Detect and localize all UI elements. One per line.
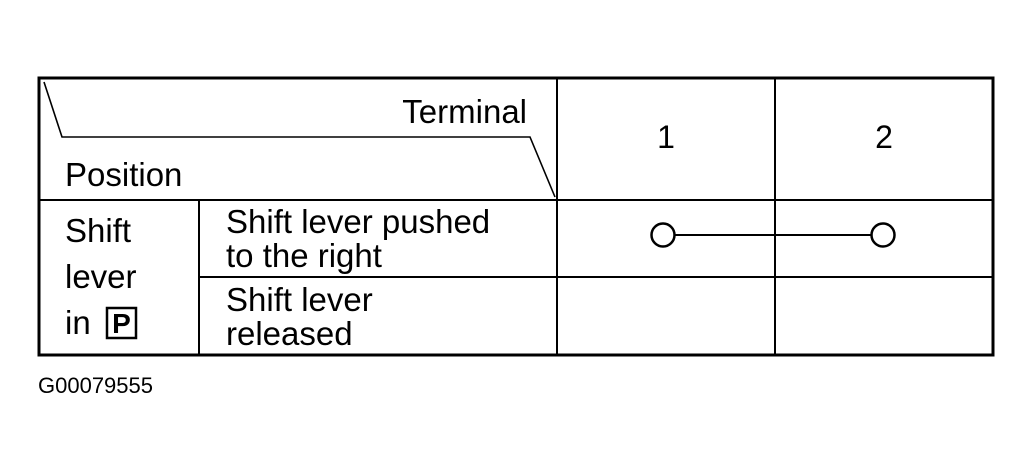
position-header-label: Position (65, 156, 182, 193)
terminal-2-header: 2 (875, 119, 893, 155)
terminal-1-header: 1 (657, 119, 675, 155)
row2-condition-line2: released (226, 315, 353, 352)
terminal-header-label: Terminal (402, 93, 527, 130)
group-label-line1: Shift (65, 212, 131, 249)
table-frame (37, 76, 995, 357)
park-symbol-box (105, 306, 138, 340)
park-symbol-letter: P (112, 308, 131, 339)
figure-code: G00079555 (38, 373, 153, 398)
terminal-1-connection-circle (650, 222, 676, 248)
row1-continuity-connection (650, 222, 896, 248)
terminal-2-connection-circle (870, 222, 896, 248)
corner-header-diagonal (43, 81, 556, 198)
row1-condition-line1: Shift lever pushed (226, 203, 490, 240)
group-label-line2: lever (65, 258, 137, 295)
row1-condition-line2: to the right (226, 237, 382, 274)
group-label-line3: in (65, 304, 91, 341)
row2-condition-line1: Shift lever (226, 281, 373, 318)
